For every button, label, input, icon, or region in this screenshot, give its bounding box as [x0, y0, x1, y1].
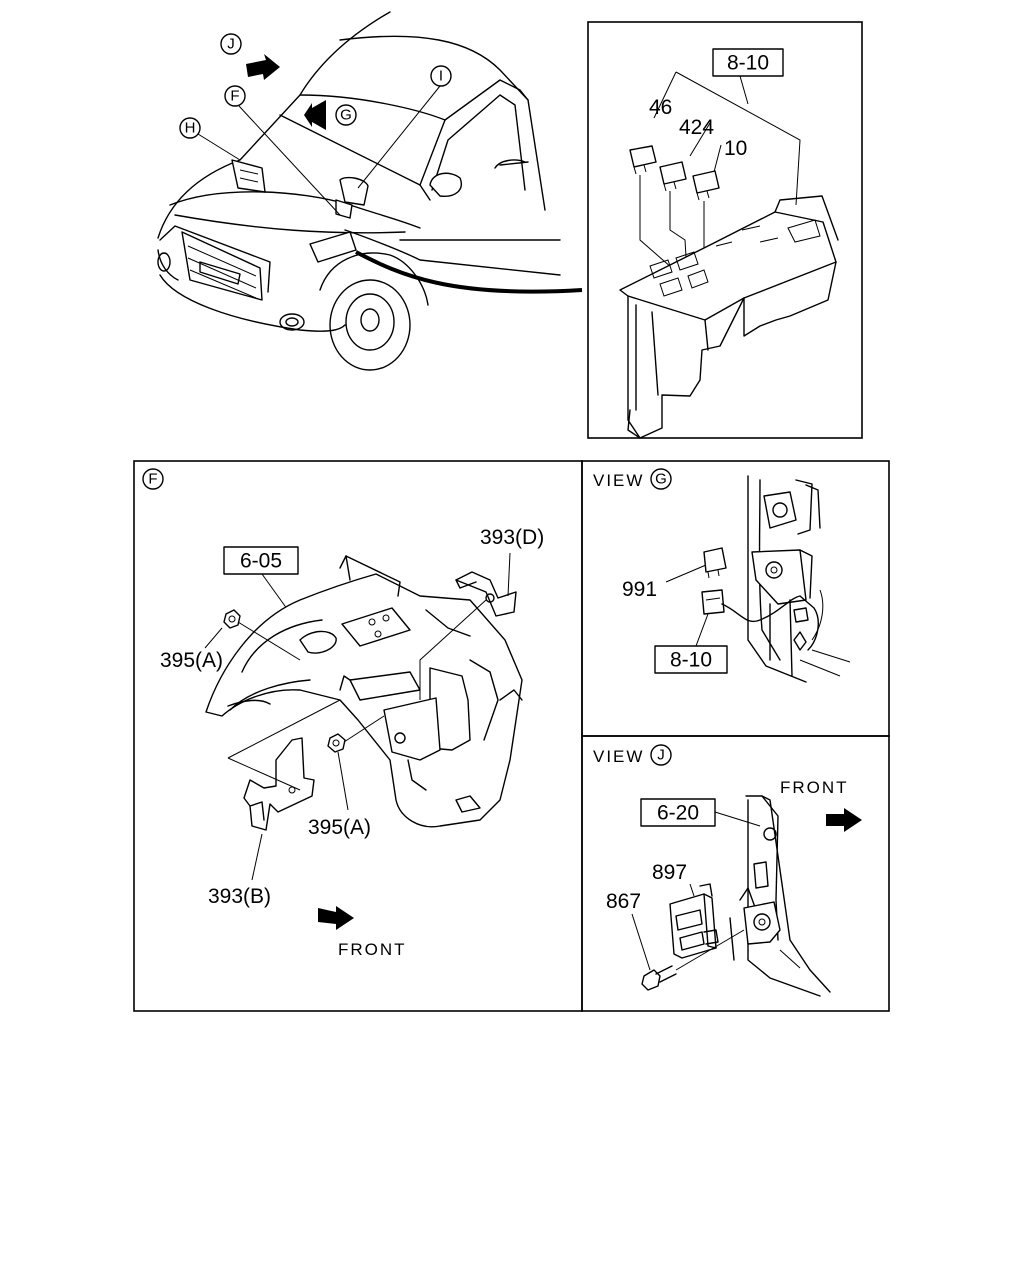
part-867: 867	[606, 890, 641, 913]
panel-j-group-label: 6-20	[657, 802, 699, 825]
callout-i: I	[439, 68, 443, 85]
panel-j-view-text: VIEW	[593, 747, 644, 766]
panel-j-view-letter: J	[657, 747, 665, 764]
panel-g-group-label: 8-10	[670, 649, 712, 672]
panel-view-g: VIEW G 991 8-10	[581, 460, 890, 737]
callout-j: J	[227, 36, 235, 53]
panel-view-j: VIEW J FRONT 6-20 897 867	[581, 735, 890, 1012]
callout-h: H	[185, 120, 196, 137]
callout-f: F	[230, 88, 239, 105]
part-395a-left: 395(A)	[160, 649, 223, 672]
callout-g: G	[340, 107, 352, 124]
part-393d: 393(D)	[480, 526, 544, 549]
relay-group-label: 8-10	[727, 52, 769, 75]
part-393b: 393(B)	[208, 885, 271, 908]
panel-g-view-letter: G	[655, 471, 667, 488]
panel-j-front-label: FRONT	[780, 778, 849, 797]
vehicle-overview: J F H G I	[157, 11, 583, 371]
part-897: 897	[652, 861, 687, 884]
panel-g-view-text: VIEW	[593, 471, 644, 490]
part-991: 991	[622, 578, 657, 601]
panel-f-front-label: FRONT	[338, 940, 407, 959]
panel-f-group-label: 6-05	[240, 550, 282, 573]
relay-box-detail: 8-10 46 424 10	[587, 21, 863, 439]
panel-f-letter: F	[148, 471, 157, 488]
part-395a-right: 395(A)	[308, 816, 371, 839]
part-46: 46	[649, 96, 672, 119]
part-10: 10	[724, 137, 747, 160]
part-424: 424	[679, 116, 714, 139]
panel-f: F 6-05 393(D)	[133, 460, 583, 1012]
